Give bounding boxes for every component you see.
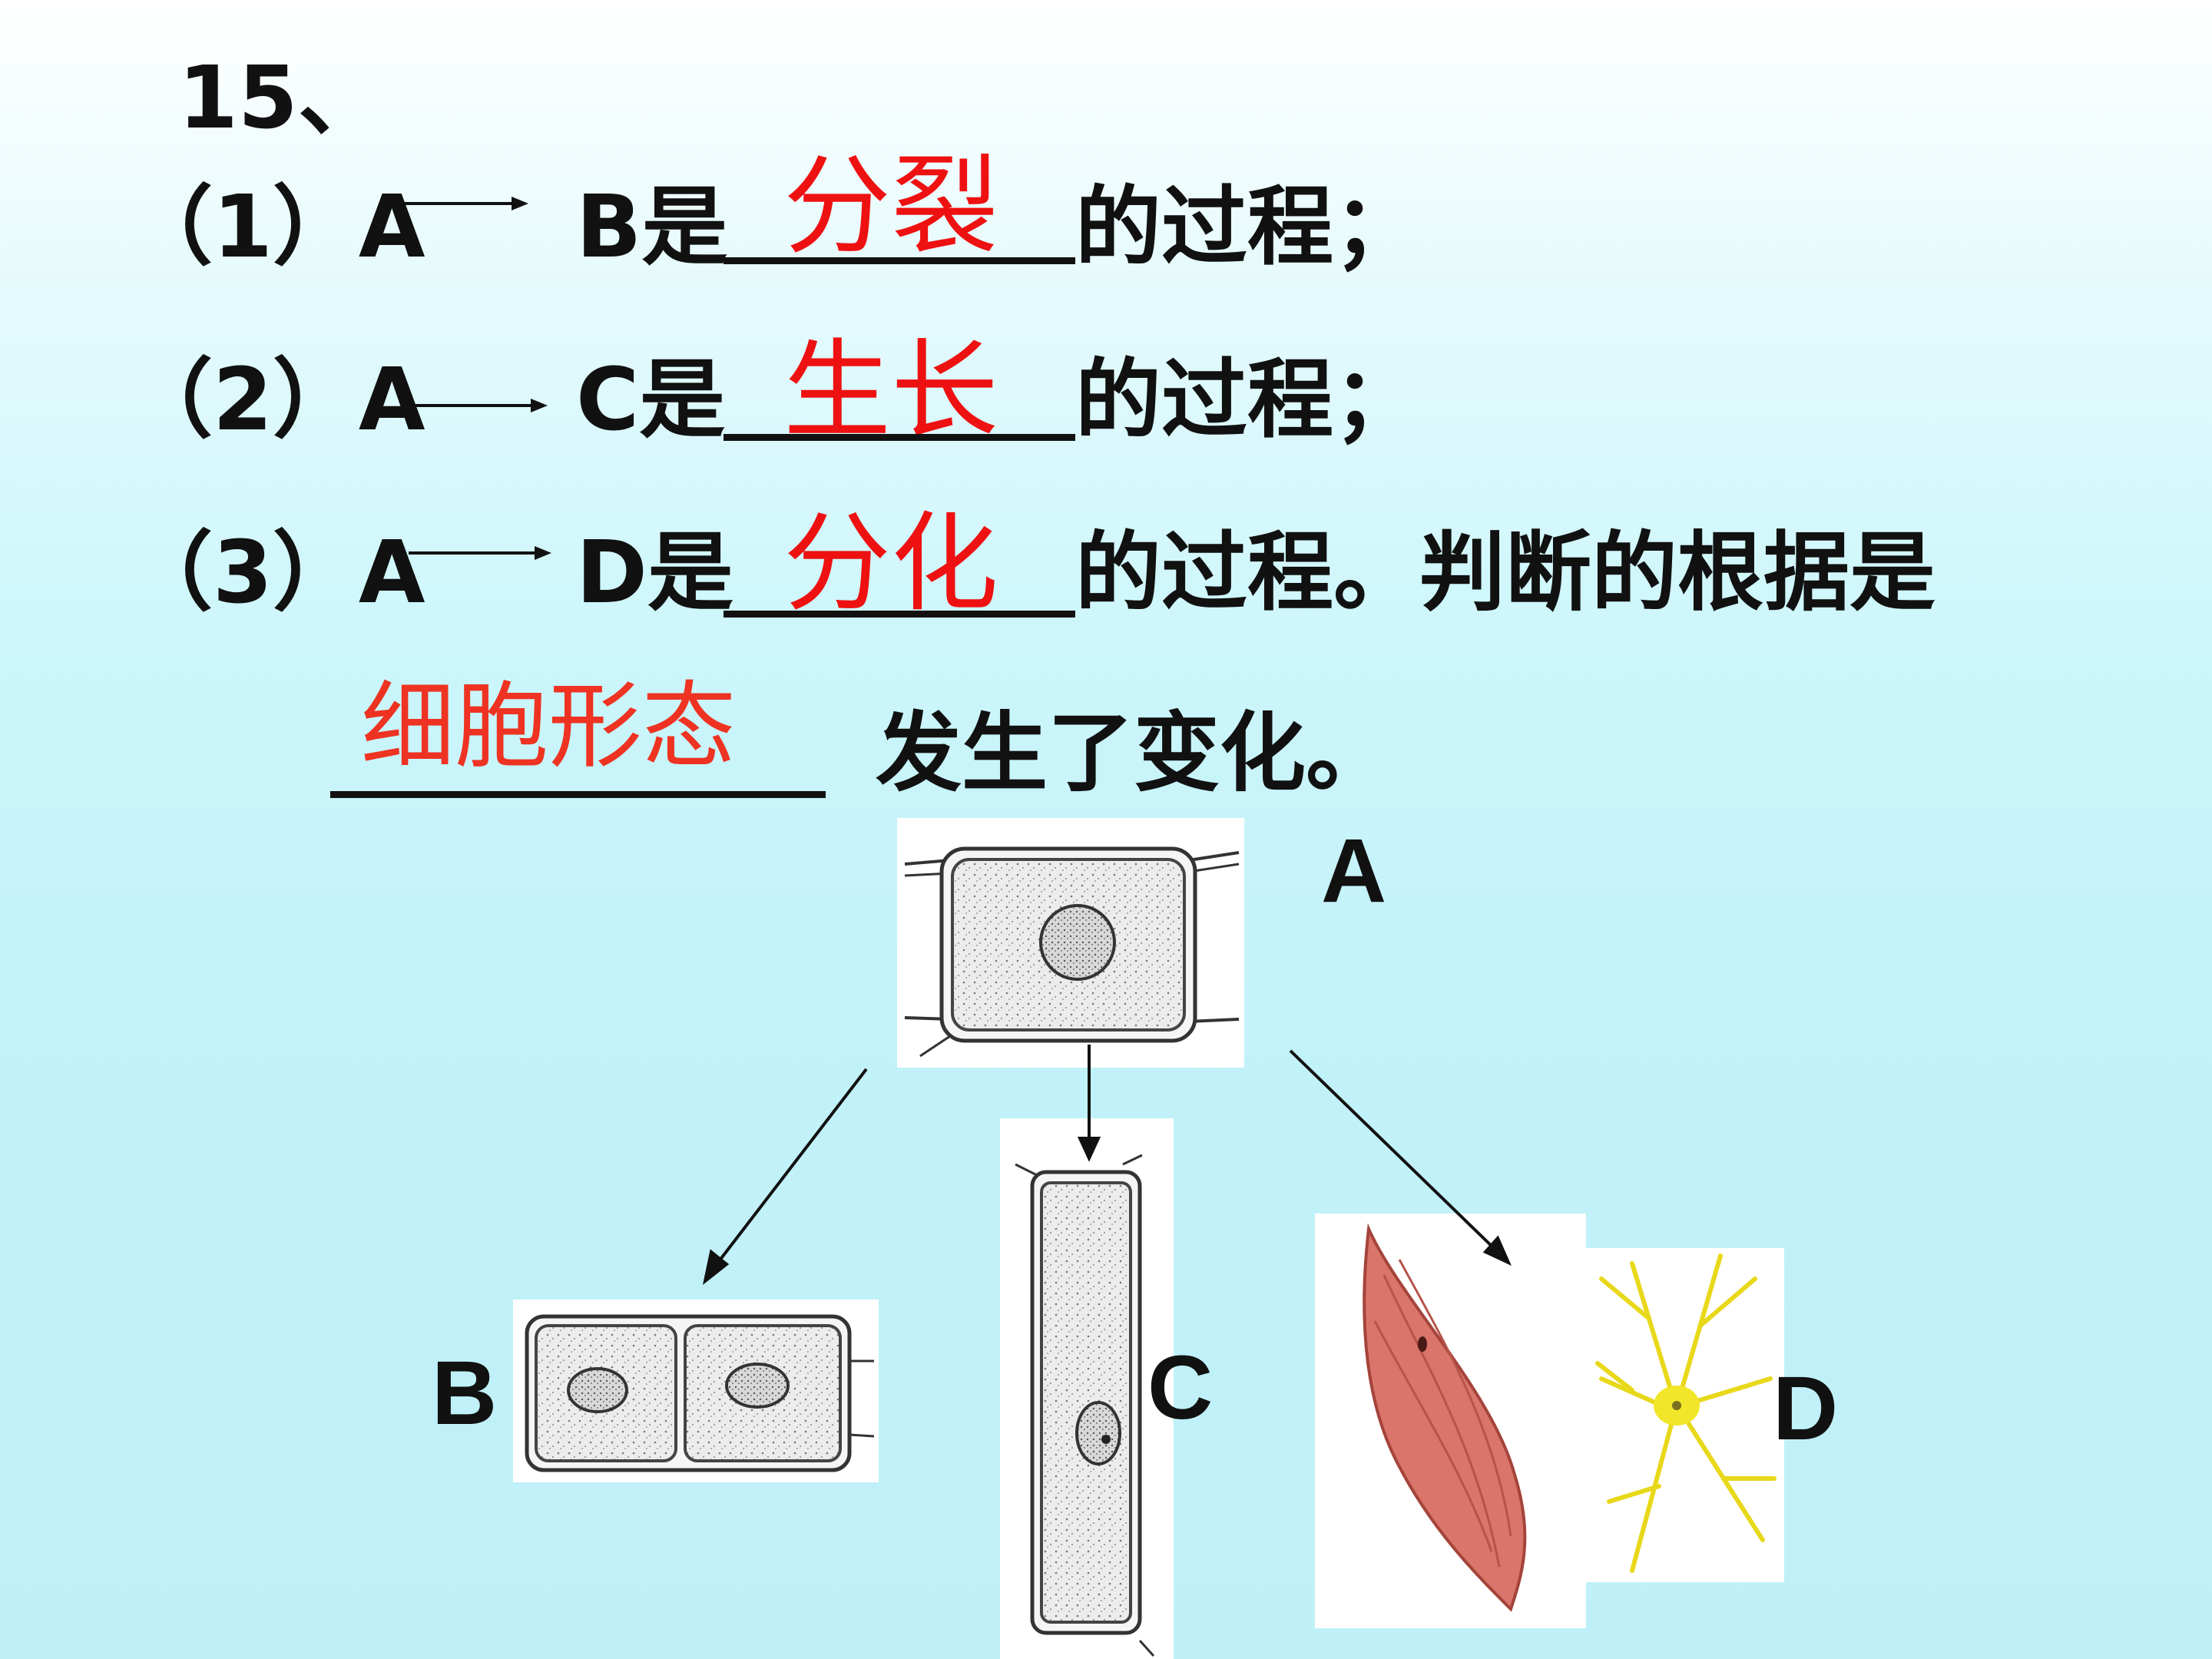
line4-suffix: 发生了变化。	[876, 704, 1392, 803]
line1-answer: 分裂	[783, 144, 999, 270]
label-a: A	[1321, 820, 1387, 922]
cell-b-drawing	[525, 1314, 875, 1472]
neuron-cell-panel	[1586, 1248, 1784, 1582]
line2-mid: C是	[576, 350, 726, 450]
line3-mid: D是	[576, 523, 733, 623]
line3-prefix: （3）A	[127, 523, 426, 623]
line2-prefix: （2）A	[127, 350, 426, 450]
line1-prefix: （1）A	[127, 177, 426, 277]
line3-answer: 分化	[783, 502, 999, 627]
line1-mid: B是	[576, 177, 728, 277]
line1-arrow-icon	[393, 197, 528, 210]
line4-answer: 细胞形态	[361, 672, 736, 781]
neuron-cell-drawing	[1595, 1253, 1777, 1573]
line2-arrow-icon	[405, 399, 548, 412]
cell-a-panel	[897, 818, 1244, 1068]
line2-answer: 生长	[783, 329, 999, 454]
arrow-a-to-b-icon	[713, 1068, 868, 1269]
cell-a-drawing	[904, 846, 1240, 1058]
line4-blank	[330, 791, 826, 798]
cell-b-panel	[513, 1300, 879, 1482]
muscle-cell-drawing	[1363, 1223, 1527, 1612]
label-c: C	[1147, 1337, 1214, 1439]
line3-arrow-icon	[409, 546, 551, 560]
line2-suffix: 的过程；	[1075, 350, 1419, 450]
line3-suffix: 的过程。判断的根据是	[1075, 523, 1936, 623]
question-number: 15、	[178, 48, 384, 148]
cell-c-panel	[1000, 1118, 1174, 1659]
line1-suffix: 的过程；	[1075, 177, 1419, 277]
label-d: D	[1773, 1358, 1839, 1459]
muscle-cell-panel	[1315, 1214, 1586, 1628]
line1-blank	[724, 257, 1075, 264]
line2-blank	[724, 434, 1075, 441]
arrow-a-to-d-icon	[1289, 1049, 1498, 1252]
line3-blank	[724, 611, 1075, 618]
label-b: B	[432, 1343, 498, 1444]
cell-c-drawing	[1015, 1154, 1155, 1657]
